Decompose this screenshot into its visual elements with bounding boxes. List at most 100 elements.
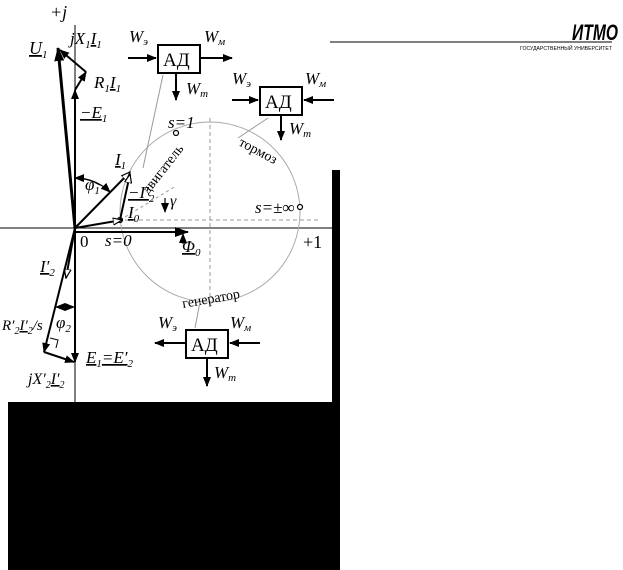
block-brake-label: АД xyxy=(265,92,292,113)
vector-r1i1 xyxy=(74,71,87,91)
svg-text:Φ0: Φ0 xyxy=(182,237,201,259)
svg-text:Wэ: Wэ xyxy=(232,69,251,90)
svg-text:φ2: φ2 xyxy=(56,313,71,335)
svg-text:jX1I1: jX1I1 xyxy=(68,29,102,51)
svg-text:jX′2I′2: jX′2I′2 xyxy=(26,371,65,391)
block-motor-wm-sub: м xyxy=(217,36,225,48)
vector-i0 xyxy=(74,220,122,229)
label-r1i1-sub1: 1 xyxy=(104,83,110,95)
label-i1-sub: 1 xyxy=(121,160,127,172)
svg-text:I′2: I′2 xyxy=(39,257,55,279)
svg-text:−I′2: −I′2 xyxy=(128,183,155,205)
gamma-dashed-line xyxy=(119,185,177,221)
svg-text:Wт: Wт xyxy=(186,79,208,100)
label-i2p-sub: 2 xyxy=(49,267,55,279)
block-brake-wm-sub: м xyxy=(318,78,326,90)
label-e1-sub: 1 xyxy=(96,358,102,370)
svg-text:I0: I0 xyxy=(127,203,140,225)
block-motor-label: АД xyxy=(163,50,190,71)
label-u1-sub: 1 xyxy=(42,49,48,61)
block-motor-wt-sub: т xyxy=(200,88,208,100)
label-jx1i1-sub2: 1 xyxy=(96,39,102,51)
block-generator-label: АД xyxy=(191,335,218,356)
label-brake: тормоз xyxy=(236,135,280,168)
block-motor-we: W xyxy=(129,27,145,46)
label-minus-i2p: −I′ xyxy=(128,183,149,202)
real-axis-label: +1 xyxy=(303,232,322,252)
label-minus-e1: −E xyxy=(80,103,102,122)
svg-text:−E1: −E1 xyxy=(80,103,107,125)
point-sinf xyxy=(296,203,304,211)
block-brake-we: W xyxy=(232,69,248,88)
block-gen-we-sub: э xyxy=(172,322,177,334)
block-motor-wm: W xyxy=(204,27,220,46)
label-generator: генератор xyxy=(181,287,241,312)
label-i1: I xyxy=(114,150,122,169)
vector-minus-i2p xyxy=(119,174,130,221)
arc-phi1-start xyxy=(74,174,101,186)
vector-i1 xyxy=(74,172,130,229)
label-e2p: =E′ xyxy=(102,348,128,367)
svg-text:E1=E′2: E1=E′2 xyxy=(85,348,133,370)
block-generator: АД Wэ Wм Wт xyxy=(154,313,260,387)
origin-label: 0 xyxy=(80,232,89,251)
svg-text:Wт: Wт xyxy=(289,119,311,140)
svg-text:Wм: Wм xyxy=(204,27,225,48)
vector-r2i2s xyxy=(42,227,76,353)
svg-text:I1: I1 xyxy=(114,150,126,172)
label-jx1i1-sub1: 1 xyxy=(85,39,91,51)
vector-jx1i1 xyxy=(59,49,87,73)
label-phi2: φ xyxy=(56,313,65,332)
block-brake: АД Wэ Wм Wт xyxy=(232,69,334,141)
label-phi1-sub: 1 xyxy=(94,185,100,197)
label-phi2-sub: 2 xyxy=(65,323,71,335)
label-jx2i2-sub2: 2 xyxy=(60,380,65,391)
label-i2p: I′ xyxy=(39,257,50,276)
black-block-right xyxy=(332,170,340,410)
black-block-bottom xyxy=(8,402,340,570)
label-minus-i2p-sub: 2 xyxy=(149,193,155,205)
label-gamma: γ xyxy=(170,193,177,210)
label-s0: s=0 xyxy=(105,231,132,250)
block-gen-wm: W xyxy=(230,313,246,332)
svg-text:Wэ: Wэ xyxy=(129,27,148,48)
label-r1i1-i: I xyxy=(109,73,117,92)
vector-jx2i2 xyxy=(43,351,75,363)
leader-motor xyxy=(142,74,164,169)
svg-text:Wм: Wм xyxy=(230,313,251,334)
label-phi0-sub: 0 xyxy=(195,247,201,259)
label-jx2i2-i: I′ xyxy=(50,371,60,388)
svg-text:R1I1: R1I1 xyxy=(93,73,121,95)
label-e2p-sub: 2 xyxy=(127,358,133,370)
label-r1i1: R xyxy=(93,73,105,92)
block-motor-we-sub: э xyxy=(143,36,148,48)
block-gen-we: W xyxy=(158,313,174,332)
label-r2i2s-i: I′ xyxy=(18,318,28,334)
label-r2i2s-tail: /s xyxy=(32,318,43,334)
label-jx2i2: jX′ xyxy=(26,371,46,388)
label-phi0: Φ xyxy=(182,237,195,256)
vector-u1 xyxy=(54,47,77,229)
svg-text:Wм: Wм xyxy=(305,69,326,90)
label-r1i1-sub2: 1 xyxy=(116,83,122,95)
label-i0-sub: 0 xyxy=(134,213,140,225)
itmo-logo: ИТМО ГОСУДАРСТВЕННЫЙ УНИВЕРСИТЕТ xyxy=(330,20,618,52)
label-r2i2s-sub1: 2 xyxy=(14,326,19,337)
label-r2i2s-sub2: 2 xyxy=(28,326,33,337)
label-jx1i1: jX xyxy=(68,29,86,48)
label-minus-e1-sub: 1 xyxy=(102,113,108,125)
logo-name: ИТМО xyxy=(572,20,618,45)
label-phi1: φ xyxy=(85,175,94,194)
svg-text:φ1: φ1 xyxy=(85,175,100,197)
label-r2i2s: R′ xyxy=(1,318,15,334)
svg-text:Wэ: Wэ xyxy=(158,313,177,334)
svg-text:Wт: Wт xyxy=(214,363,236,384)
label-u1: U xyxy=(29,38,43,58)
leader-brake xyxy=(237,117,269,139)
label-jx2i2-sub1: 2 xyxy=(46,380,51,391)
block-gen-wt: W xyxy=(214,363,230,382)
label-s1: s=1 xyxy=(168,113,195,132)
block-brake-wm: W xyxy=(305,69,321,88)
svg-text:R′2I′2/s: R′2I′2/s xyxy=(1,318,43,337)
